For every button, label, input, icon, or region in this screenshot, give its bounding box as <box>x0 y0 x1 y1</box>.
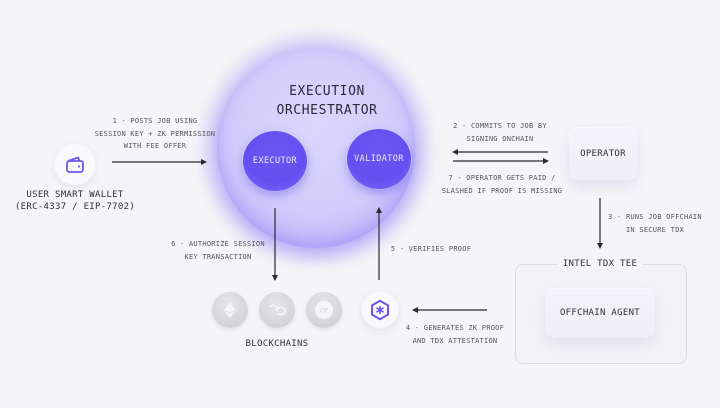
step-4-line1: 4 - GENERATES ZK PROOF <box>405 324 505 332</box>
step-6-label: 6 - AUTHORIZE SESSION KEY TRANSACTION <box>168 238 268 263</box>
step-6-line2: KEY TRANSACTION <box>184 252 252 261</box>
offchain-agent-label: OFFCHAIN AGENT <box>559 308 641 318</box>
step-3-line2: IN SECURE TDX <box>625 225 685 234</box>
orchestrator-title: EXECUTION ORCHESTRATOR <box>262 82 392 120</box>
offchain-agent-node: OFFCHAIN AGENT <box>546 289 654 337</box>
step-1-line1: 1 - POSTS JOB USING <box>112 117 198 125</box>
wallet-icon <box>66 156 84 173</box>
step-7-line1: 7 - OPERATOR GETS PAID / <box>448 174 556 182</box>
step-1-line3: WITH FEE OFFER <box>123 142 187 150</box>
step-1-line2: SESSION KEY + ZK PERMISSION <box>94 129 216 138</box>
step-7-label: 7 - OPERATOR GETS PAID / SLASHED IF PROO… <box>440 172 564 197</box>
zk-proof-node <box>362 292 398 328</box>
step-7-line2: SLASHED IF PROOF IS MISSING <box>441 186 563 195</box>
step-2-line2: SIGNING ONCHAIN <box>466 134 534 143</box>
optimism-icon: OP <box>315 301 333 319</box>
blockchain-ethereum <box>212 292 248 328</box>
hexagon-asterisk-icon <box>371 299 389 321</box>
step-3-line1: 3 - RUNS JOB OFFCHAIN <box>608 213 702 221</box>
user-wallet-node <box>55 145 95 185</box>
operator-label: OPERATOR <box>580 149 626 159</box>
operator-node: OPERATOR <box>570 128 636 180</box>
executor-label: EXECUTOR <box>252 156 298 166</box>
blockchain-optimism: OP <box>306 292 342 328</box>
step-5-label: 5 - VERIFIES PROOF <box>388 243 474 256</box>
user-wallet-label-line2: (ERC-4337 / EIP-7702) <box>14 202 136 212</box>
svg-text:OP: OP <box>320 308 329 315</box>
blockchains-label: BLOCKCHAINS <box>245 339 309 349</box>
executor-node: EXECUTOR <box>243 131 307 191</box>
polygon-icon <box>268 304 286 316</box>
user-wallet-label-line1: USER SMART WALLET <box>26 190 124 200</box>
step-2-label: 2 - COMMITS TO JOB BY SIGNING ONCHAIN <box>440 120 560 145</box>
user-wallet-label: USER SMART WALLET (ERC-4337 / EIP-7702) <box>10 189 140 213</box>
step-1-label: 1 - POSTS JOB USING SESSION KEY + ZK PER… <box>90 115 220 153</box>
step-4-line2: AND TDX ATTESTATION <box>412 336 498 345</box>
blockchain-polygon <box>259 292 295 328</box>
step-6-line1: 6 - AUTHORIZE SESSION <box>171 240 265 248</box>
tee-title: INTEL TDX TEE <box>558 259 642 270</box>
validator-label: VALIDATOR <box>354 154 404 164</box>
step-5-line1: 5 - VERIFIES PROOF <box>390 245 472 253</box>
orchestrator-title-line1: EXECUTION <box>289 84 365 99</box>
ethereum-icon <box>224 302 236 318</box>
step-4-label: 4 - GENERATES ZK PROOF AND TDX ATTESTATI… <box>400 322 510 347</box>
step-2-line1: 2 - COMMITS TO JOB BY <box>453 122 547 130</box>
step-3-label: 3 - RUNS JOB OFFCHAIN IN SECURE TDX <box>605 211 705 236</box>
validator-node: VALIDATOR <box>347 129 411 189</box>
orchestrator-title-line2: ORCHESTRATOR <box>276 103 378 118</box>
